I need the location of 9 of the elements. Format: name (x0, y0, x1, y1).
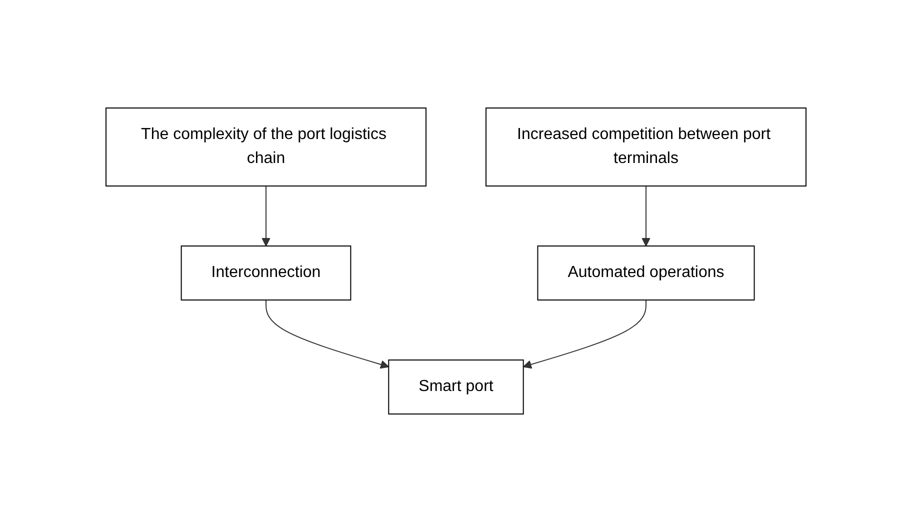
arrow (522, 300, 646, 369)
node-box: Smart port (388, 360, 524, 414)
arrow (266, 300, 390, 369)
arrow (262, 186, 270, 246)
node-box: Increased competition between port terminals (486, 108, 806, 186)
node-box: Automated operations (537, 246, 755, 300)
arrow (642, 186, 650, 246)
node-box: Interconnection (180, 246, 352, 300)
node-box: The complexity of the port logistics chain (106, 108, 426, 186)
